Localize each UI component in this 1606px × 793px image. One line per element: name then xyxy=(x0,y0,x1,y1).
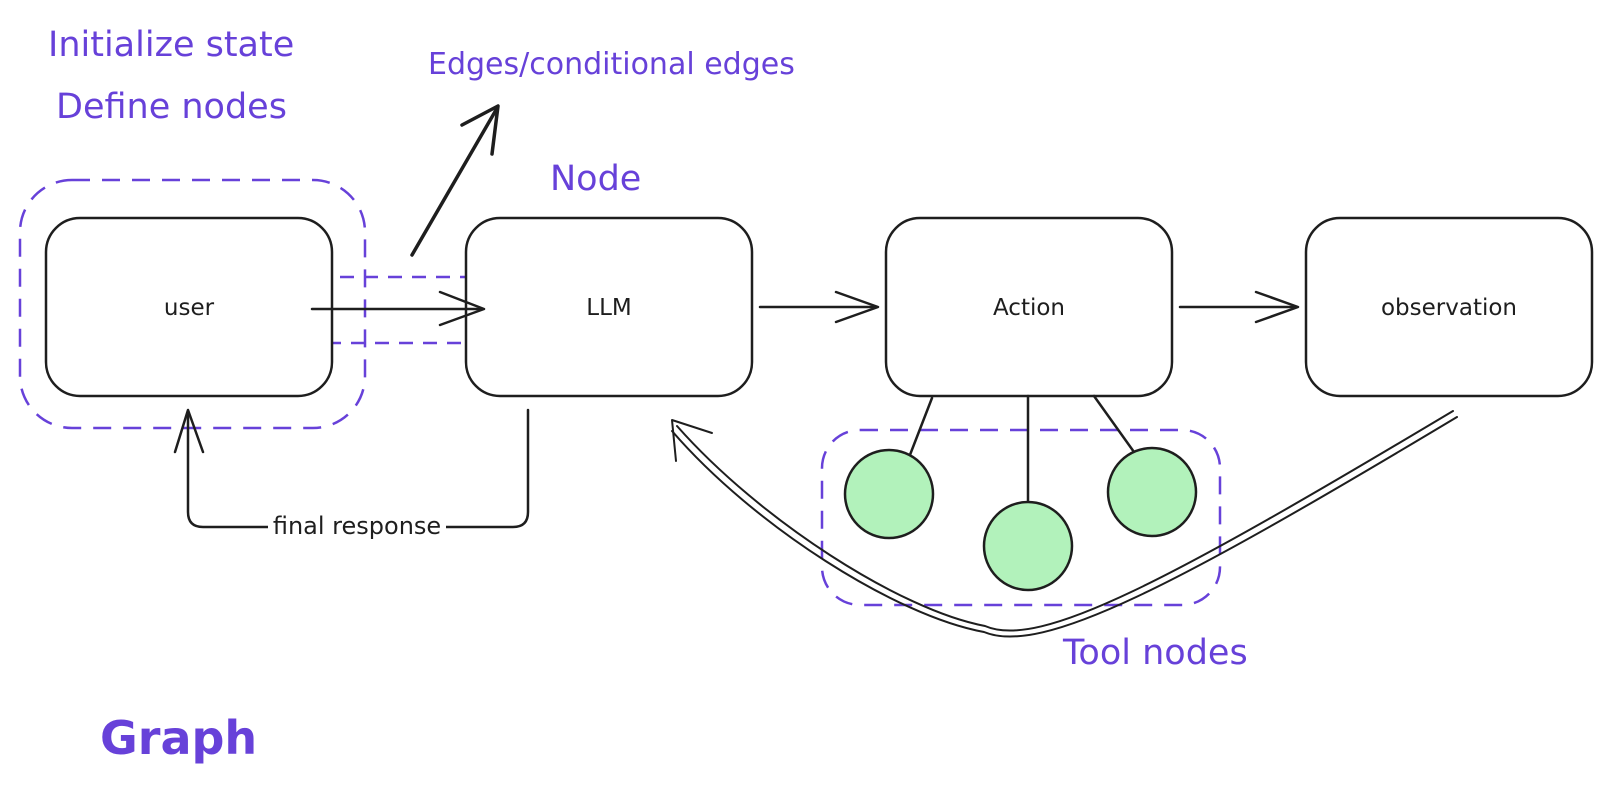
tool-connectors xyxy=(906,394,1136,504)
tool-group-outline xyxy=(820,428,1222,607)
arrow-action-to-observation xyxy=(1178,290,1300,324)
observation-node xyxy=(1304,216,1594,398)
node-annotation: Node xyxy=(550,159,641,199)
llm-node-label: LLM xyxy=(586,295,631,321)
tool-node xyxy=(1106,446,1198,538)
user-node-label: user xyxy=(164,295,215,321)
edges-annotation: Edges/conditional edges xyxy=(428,47,795,82)
define-nodes-annotation: Define nodes xyxy=(56,87,287,127)
llm-node xyxy=(464,216,754,398)
graph-annotation: Graph xyxy=(100,711,257,765)
observation-node-label: observation xyxy=(1381,295,1517,321)
tool-node xyxy=(843,448,935,540)
action-node-label: Action xyxy=(993,295,1065,321)
arrow-user-to-llm xyxy=(310,290,486,327)
tool-node xyxy=(982,500,1074,592)
edges-pointer-arrow xyxy=(410,104,500,257)
final-response-label: final response xyxy=(273,512,441,540)
arrow-observation-to-llm-loop xyxy=(671,410,1458,638)
state-group-outline xyxy=(18,178,367,430)
arrow-llm-to-action xyxy=(758,290,880,324)
tool-nodes-annotation: Tool nodes xyxy=(1062,633,1248,673)
initialize-state-annotation: Initialize state xyxy=(48,25,294,65)
user-node xyxy=(44,216,334,398)
final-response-label-bg xyxy=(268,514,446,540)
